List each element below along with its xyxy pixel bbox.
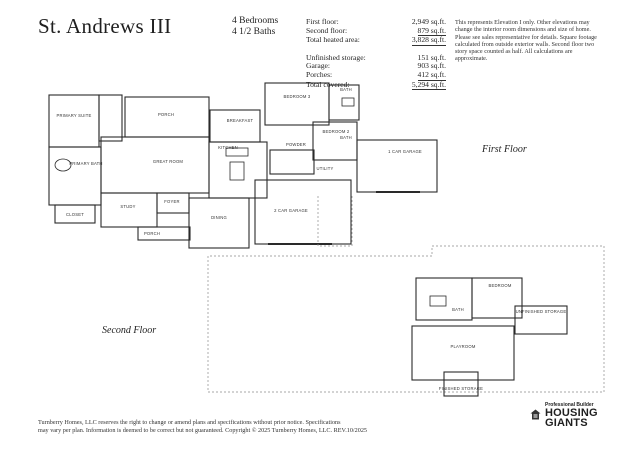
wall-bedroom-2 [312,121,358,161]
bedrooms-count: 4 Bedrooms [232,16,279,26]
wall-primary-suite [48,94,100,148]
wall-1car-garage [356,139,438,193]
badge-line-2: HOUSING [545,407,598,419]
wall-playroom [411,325,515,381]
room-foyer: FOYER [164,199,179,204]
square-footage-table: First floor:2,949 sq.ft. Second floor:87… [306,17,446,91]
stat-row: Unfinished storage:151 sq.ft. [306,52,446,62]
wall-kitchen [208,141,268,199]
wall-dining [188,197,250,249]
wall-bath-up [415,277,473,321]
room-labels: PRIMARY SUITE PORCH BREAKFAST BEDROOM 3 … [56,87,566,391]
stat-row: Second floor:879 sq.ft. [306,25,446,37]
wall-porch-bottom [137,226,191,241]
wall-study [100,192,158,228]
room-kitchen: KITCHEN [218,145,238,150]
wall-primary-bath [48,146,102,206]
wall-bedroom-3 [264,82,330,126]
room-2car-garage: 2 CAR GARAGE [274,208,308,213]
room-unfinished-storage: UNFINISHED STORAGE [516,309,567,314]
room-breakfast: BREAKFAST [227,118,254,123]
stat-row: Garage:903 sq.ft. [306,61,446,71]
stat-row: Total heated area:3,828 sq.ft. [306,35,446,46]
room-playroom: PLAYROOM [450,344,475,349]
room-great-room: GREAT ROOM [153,159,184,164]
stat-row: Total covered:5,294 sq.ft. [306,79,446,91]
room-primary-suite: PRIMARY SUITE [56,113,91,118]
stat-row: First floor:2,949 sq.ft. [306,17,446,26]
room-utility: UTILITY [317,166,334,171]
room-finished-storage: FINISHED STORAGE [439,386,483,391]
badge-line-1: Professional Builder [545,402,594,408]
wall-bedroom-up [471,277,523,319]
room-bath-mid: BATH [340,135,352,140]
elevation-disclaimer: This represents Elevation I only. Other … [455,19,597,63]
second-floor-label: Second Floor [102,325,157,336]
room-study: STUDY [120,204,135,209]
bed-bath-summary: 4 Bedrooms 4 1/2 Baths [232,16,278,38]
baths-count: 4 1/2 Baths [232,27,276,37]
wall-finished-storage [443,371,479,397]
plan-title: St. Andrews III [38,14,172,38]
room-bath-up: BATH [452,307,464,312]
room-1car-garage: 1 CAR GARAGE [388,149,422,154]
footer-line-1: Turnberry Homes, LLC reserves the right … [38,419,341,426]
wall-closet [54,204,96,224]
legal-footer: Turnberry Homes, LLC reserves the right … [38,419,508,435]
wall-unfinished-storage [514,305,568,335]
stat-row: Porches:412 sq.ft. [306,69,446,81]
room-bedroom-3: BEDROOM 3 [284,94,311,99]
room-porch-bottom: PORCH [144,231,160,236]
housing-giants-badge: Professional Builder HOUSING GIANTS [545,402,615,436]
room-dining: DINING [211,215,227,220]
room-bath-top: BATH [340,87,352,92]
room-powder: POWDER [286,142,306,147]
first-floor-label: First Floor [482,144,527,155]
badge-line-3: GIANTS [545,417,588,429]
wall-porch-top [124,96,210,138]
room-porch-top: PORCH [158,112,174,117]
equal-housing-icon [530,407,541,420]
footer-line-2: may vary per plan. Information is deemed… [38,427,368,434]
room-closet: CLOSET [66,212,84,217]
wall-great-room [100,136,210,194]
room-primary-bath: PRIMARY BATH [69,161,102,166]
room-bedroom-2: BEDROOM 2 [323,129,350,134]
room-bedroom-up: BEDROOM [488,283,511,288]
